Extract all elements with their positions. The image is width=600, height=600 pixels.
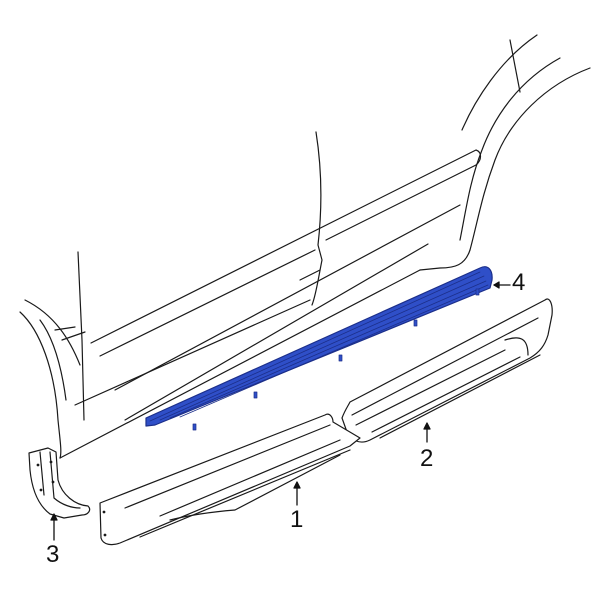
vehicle-body-outline xyxy=(19,34,591,459)
callout-3[interactable]: 3 xyxy=(46,541,60,568)
part-2-rear-step[interactable] xyxy=(341,298,553,443)
part-3-end-cap[interactable] xyxy=(28,447,91,519)
part-1-front-step[interactable] xyxy=(99,413,361,546)
callout-1[interactable]: 1 xyxy=(290,506,304,533)
callout-4[interactable]: 4 xyxy=(512,269,526,296)
part-4-step-pad[interactable] xyxy=(145,266,493,431)
callout-2[interactable]: 2 xyxy=(420,445,434,472)
callout-leaders xyxy=(50,281,511,541)
